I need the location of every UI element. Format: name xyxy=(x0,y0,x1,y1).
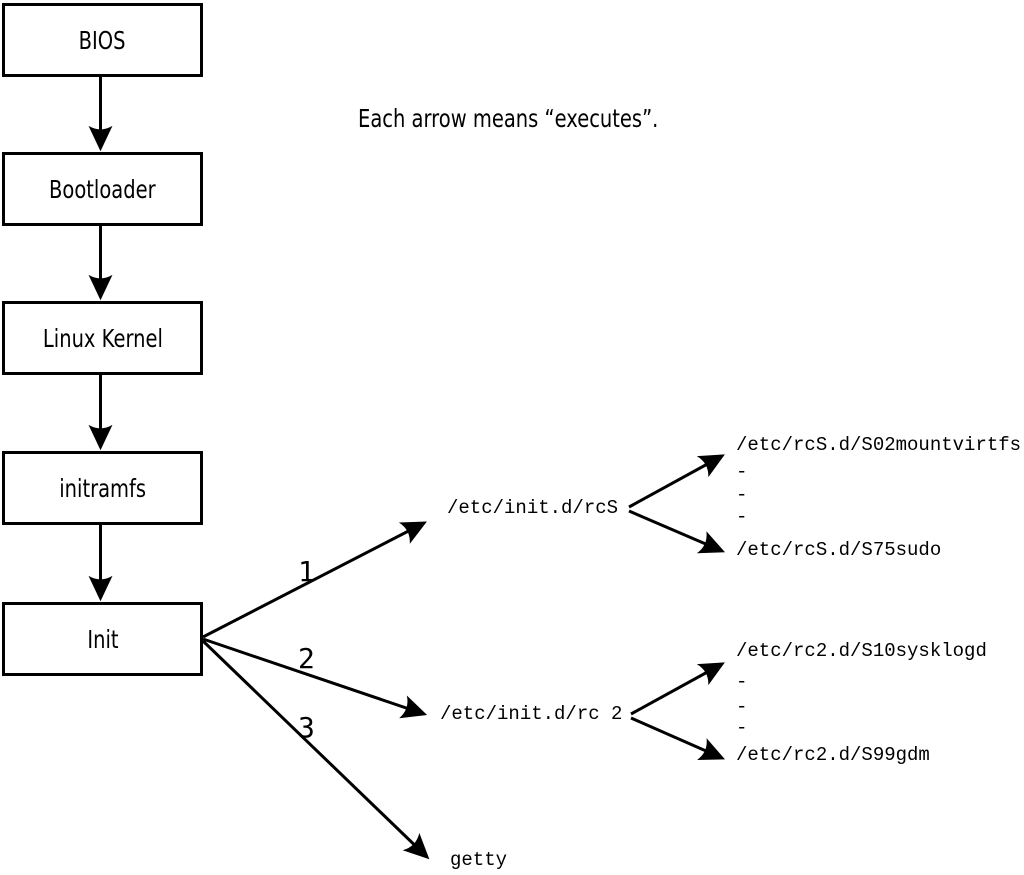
rcS-ellipsis-dash: - xyxy=(736,484,748,506)
node-rcS-last-script: /etc/rcS.d/S75sudo xyxy=(736,539,942,561)
node-bios-label: BIOS xyxy=(79,25,126,55)
rc2-ellipsis-dash: - xyxy=(736,696,748,718)
node-rcS-first-script: /etc/rcS.d/S02mountvirtfs xyxy=(736,434,1022,456)
node-getty: getty xyxy=(450,849,508,871)
node-initramfs: initramfs xyxy=(2,451,203,525)
branch-number-3: 3 xyxy=(298,711,315,744)
node-initramfs-label: initramfs xyxy=(59,473,146,503)
arrow-init-to-getty xyxy=(201,639,430,860)
node-linux-kernel-label: Linux Kernel xyxy=(42,323,163,353)
arrow-rcS-to-s75 xyxy=(628,509,726,554)
node-rcS-script: /etc/init.d/rcS xyxy=(447,497,619,519)
node-bios: BIOS xyxy=(2,3,203,77)
node-init: Init xyxy=(2,602,203,676)
node-rc2-first-script: /etc/rc2.d/S10sysklogd xyxy=(736,640,987,662)
arrow-rc2-to-s10 xyxy=(630,662,725,716)
node-init-label: Init xyxy=(86,624,119,654)
branch-number-2: 2 xyxy=(298,642,315,675)
rcS-ellipsis-dash: - xyxy=(736,506,748,528)
rc2-ellipsis-dash: - xyxy=(736,717,748,739)
arrow-rcS-to-s02 xyxy=(628,454,725,509)
node-rc2-last-script: /etc/rc2.d/S99gdm xyxy=(736,744,930,766)
node-bootloader-label: Bootloader xyxy=(49,174,156,204)
arrow-rc2-to-s99 xyxy=(630,716,726,761)
arrow-init-to-rcS xyxy=(202,521,427,639)
rc2-ellipsis-dash: - xyxy=(736,671,748,693)
diagram-caption: Each arrow means “executes”. xyxy=(358,104,659,133)
branch-number-1: 1 xyxy=(298,555,315,588)
arrow-init-to-rc2 xyxy=(202,637,428,719)
node-bootloader: Bootloader xyxy=(2,152,203,226)
node-linux-kernel: Linux Kernel xyxy=(2,301,203,375)
node-rc2-script: /etc/init.d/rc 2 xyxy=(440,703,623,725)
rcS-ellipsis-dash: - xyxy=(736,461,748,483)
